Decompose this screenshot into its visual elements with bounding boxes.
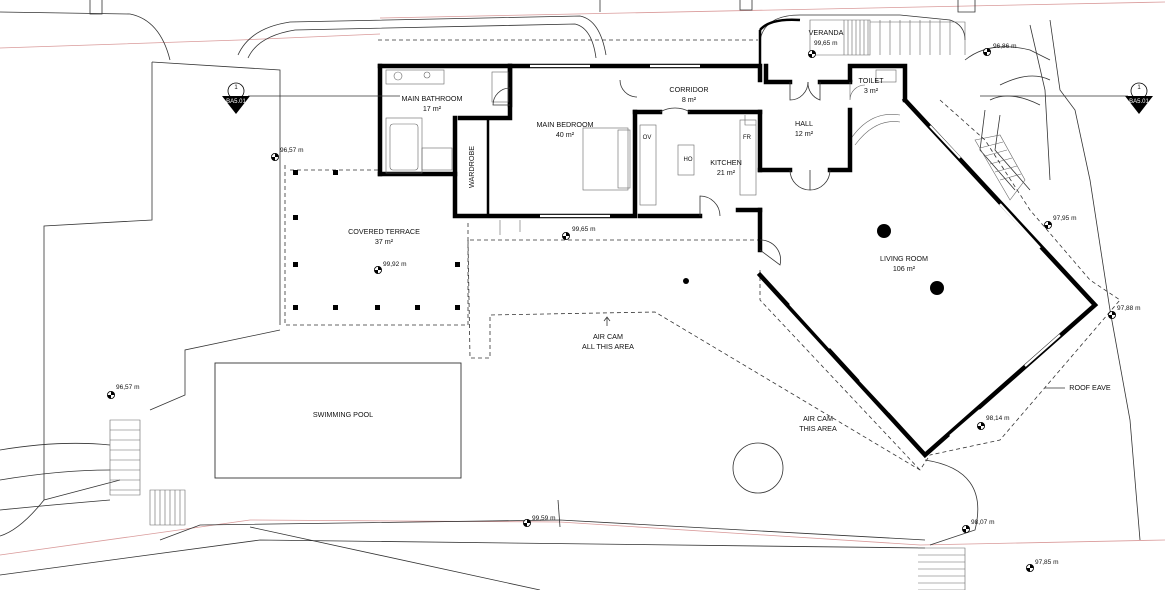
room-living-room-area: 106 m² [893,264,916,273]
air-cam-1-line1: AIR CAM [593,332,623,341]
room-toilet-area: 3 m² [864,86,879,95]
walls [377,18,1099,459]
svg-text:97,85 m: 97,85 m [1035,559,1059,566]
room-covered-terrace-name: COVERED TERRACE [348,227,420,236]
section-marker-right: 1 BA5.01 [980,82,1153,114]
level-bottom-center: 99,59 m [522,515,556,528]
terrace-columns [293,170,460,310]
level-right-upper: 97,95 m [1043,215,1077,230]
room-main-bedroom-area: 40 m² [556,130,575,139]
window-marks [530,64,1061,437]
level-bottom-far-right: 97,85 m [1025,559,1059,573]
room-hall-area: 12 m² [795,129,814,138]
room-kitchen-area: 21 m² [717,168,736,177]
air-cam-2-line2: THIS AREA [799,424,837,433]
stairs [109,19,1026,590]
svg-text:1: 1 [1137,85,1141,91]
room-main-bedroom-name: MAIN BEDROOM [536,120,593,129]
svg-text:96,57 m: 96,57 m [116,384,140,391]
room-wardrobe-name: WARDROBE [467,146,476,188]
svg-text:98,07 m: 98,07 m [971,519,995,526]
oven-label: OV [643,135,652,141]
room-corridor-name: CORRIDOR [669,85,708,94]
svg-text:99,65 m: 99,65 m [814,40,838,47]
level-bottom-right: 98,07 m [961,519,995,534]
room-hall-name: HALL [795,119,813,128]
svg-text:97,95 m: 97,95 m [1053,215,1077,222]
annotations: AIR CAM ALL THIS AREA AIR CAM THIS AREA … [582,316,1111,433]
living-room-columns [683,224,944,295]
fridge-label: FR [743,135,752,141]
level-markers: 99,65 m 96,86 m 96,57 m 99,65 m 99,92 m … [106,40,1141,573]
svg-text:96,86 m: 96,86 m [993,43,1017,50]
room-covered-terrace-area: 37 m² [375,237,394,246]
hob-label: HO [684,157,693,163]
room-living-room-name: LIVING ROOM [880,254,928,263]
fixtures [385,69,897,266]
svg-text:98,14 m: 98,14 m [986,415,1010,422]
swimming-pool [214,362,462,479]
svg-text:99,59 m: 99,59 m [532,515,556,522]
svg-text:BA5.01: BA5.01 [226,99,246,105]
room-kitchen-name: KITCHEN [710,158,742,167]
room-veranda-name: VERANDA [809,28,844,37]
room-corridor-area: 8 m² [682,95,697,104]
level-right-mid: 97,88 m [1107,305,1141,320]
room-labels: MAIN BATHROOM 17 m² MAIN BEDROOM 40 m² C… [313,28,928,419]
room-main-bathroom-area: 17 m² [423,104,442,113]
room-main-bathroom-name: MAIN BATHROOM [402,94,463,103]
level-terrace: 99,92 m [373,261,407,275]
level-top-right: 96,86 m [982,43,1017,57]
roof-eave-label: ROOF EAVE [1069,383,1111,392]
room-toilet-name: TOILET [858,76,884,85]
svg-text:97,88 m: 97,88 m [1117,305,1141,312]
level-right-lower: 98,14 m [976,415,1010,431]
svg-text:99,92 m: 99,92 m [383,261,407,268]
svg-text:BA5.01: BA5.01 [1129,99,1149,105]
section-marker-left: 1 BA5.01 [222,82,400,114]
level-bedroom-south: 99,65 m [561,226,596,241]
level-veranda: 99,65 m [807,40,838,59]
level-left-upper: 96,57 m [270,147,304,162]
level-left-lower: 96,57 m [106,384,140,400]
air-cam-2-line1: AIR CAM [803,414,833,423]
swimming-pool-label: SWIMMING POOL [313,410,373,419]
svg-text:96,57 m: 96,57 m [280,147,304,154]
air-cam-1-line2: ALL THIS AREA [582,342,634,351]
svg-text:99,65 m: 99,65 m [572,226,596,233]
svg-text:1: 1 [234,85,238,91]
